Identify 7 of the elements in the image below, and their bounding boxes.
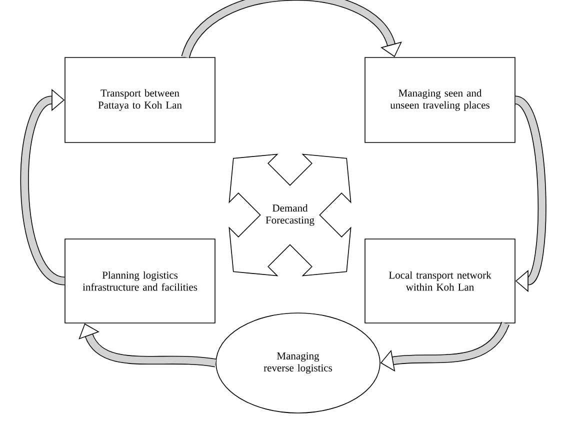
curved-arrow xyxy=(20,88,66,286)
curved-arrow xyxy=(181,0,402,59)
curved-arrow xyxy=(514,96,546,292)
process-box: Managing seen and unseen traveling places xyxy=(364,57,516,143)
process-box: Local transport network within Koh Lan xyxy=(364,238,516,324)
process-box: Transport between Pattaya to Koh Lan xyxy=(64,57,216,143)
process-box: Planning logistics infrastructure and facilities xyxy=(64,238,216,324)
